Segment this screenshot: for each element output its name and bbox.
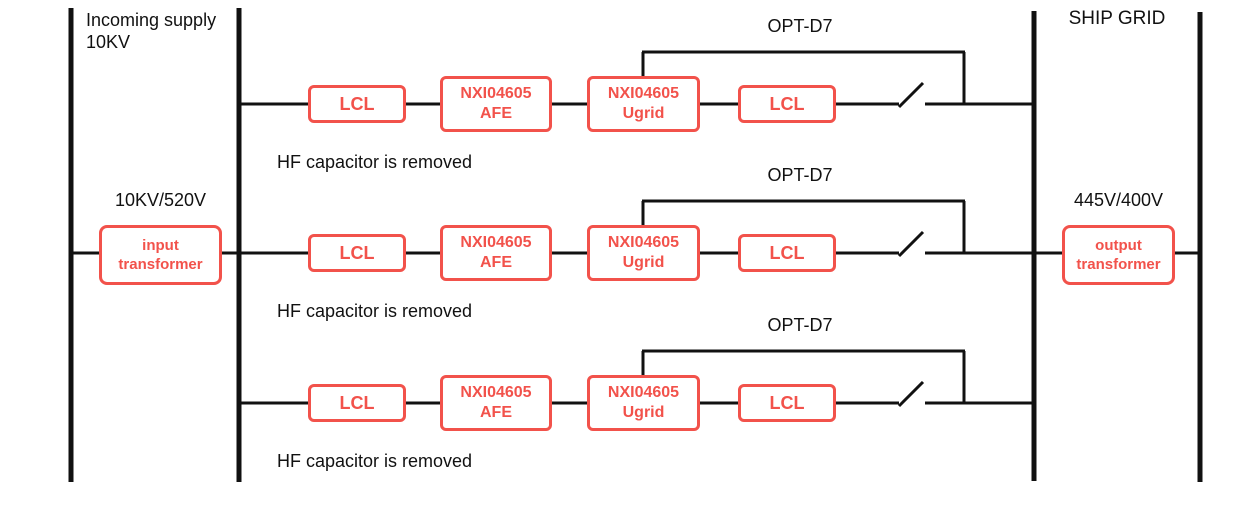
afe-model-label: NXI04605 bbox=[460, 384, 532, 401]
ugrid-model-label: NXI04605 bbox=[607, 85, 680, 102]
afe-converter-box: NXI04605 AFE bbox=[440, 225, 552, 281]
output-transformer-label-line1: output bbox=[1095, 237, 1142, 254]
switch-blade-icon bbox=[897, 230, 925, 258]
output-transformer-label-line2: transformer bbox=[1076, 256, 1161, 273]
output-transformer-ratio-label: 445V/400V bbox=[1073, 190, 1164, 210]
ugrid-type-label: Ugrid bbox=[622, 254, 665, 271]
lcl-input-filter-box: LCL bbox=[308, 234, 406, 272]
input-transformer-box: input transformer bbox=[99, 225, 222, 285]
switch-blade-icon bbox=[897, 81, 925, 109]
afe-type-label: AFE bbox=[480, 105, 512, 122]
afe-converter-box: NXI04605 AFE bbox=[440, 76, 552, 132]
opt-d7-label: OPT-D7 bbox=[767, 16, 833, 36]
afe-model-label: NXI04605 bbox=[460, 85, 532, 102]
row-3-wires bbox=[239, 349, 1034, 408]
lcl-output-filter-box: LCL bbox=[738, 85, 836, 123]
ugrid-converter-box: NXI04605 Ugrid bbox=[587, 76, 700, 132]
ugrid-type-label: Ugrid bbox=[622, 404, 665, 421]
ugrid-converter-box: NXI04605 Ugrid bbox=[587, 375, 700, 431]
afe-type-label: AFE bbox=[480, 254, 512, 271]
switch-blade-icon bbox=[897, 380, 925, 408]
hf-capacitor-note: HF capacitor is removed bbox=[277, 301, 473, 321]
input-transformer-label-line2: transformer bbox=[118, 256, 203, 273]
lcl-input-filter-box: LCL bbox=[308, 85, 406, 123]
lcl-label: LCL bbox=[339, 242, 375, 263]
lcl-label: LCL bbox=[339, 392, 375, 413]
incoming-supply-line1: Incoming supply bbox=[86, 10, 217, 30]
row-1-wires bbox=[239, 50, 1034, 109]
ugrid-type-label: Ugrid bbox=[622, 105, 665, 122]
hf-capacitor-note: HF capacitor is removed bbox=[277, 451, 473, 471]
row-2-wires bbox=[239, 199, 1034, 258]
incoming-supply-line2: 10KV bbox=[86, 32, 131, 52]
input-transformer-label-line1: input bbox=[142, 237, 179, 254]
opt-d7-label: OPT-D7 bbox=[767, 315, 833, 335]
lcl-output-filter-box: LCL bbox=[738, 234, 836, 272]
lcl-label: LCL bbox=[339, 93, 375, 114]
lcl-label: LCL bbox=[769, 242, 805, 263]
ugrid-model-label: NXI04605 bbox=[607, 234, 680, 251]
afe-model-label: NXI04605 bbox=[460, 234, 532, 251]
afe-type-label: AFE bbox=[480, 404, 512, 421]
input-transformer-ratio-label: 10KV/520V bbox=[114, 190, 207, 210]
ugrid-model-label: NXI04605 bbox=[607, 384, 680, 401]
afe-converter-box: NXI04605 AFE bbox=[440, 375, 552, 431]
output-transformer-box: output transformer bbox=[1062, 225, 1175, 285]
lcl-input-filter-box: LCL bbox=[308, 384, 406, 422]
ugrid-converter-box: NXI04605 Ugrid bbox=[587, 225, 700, 281]
hf-capacitor-note: HF capacitor is removed bbox=[277, 152, 473, 172]
ship-grid-label: SHIP GRID bbox=[1068, 8, 1166, 29]
lcl-output-filter-box: LCL bbox=[738, 384, 836, 422]
lcl-label: LCL bbox=[769, 93, 805, 114]
opt-d7-label: OPT-D7 bbox=[767, 165, 833, 185]
lcl-label: LCL bbox=[769, 392, 805, 413]
